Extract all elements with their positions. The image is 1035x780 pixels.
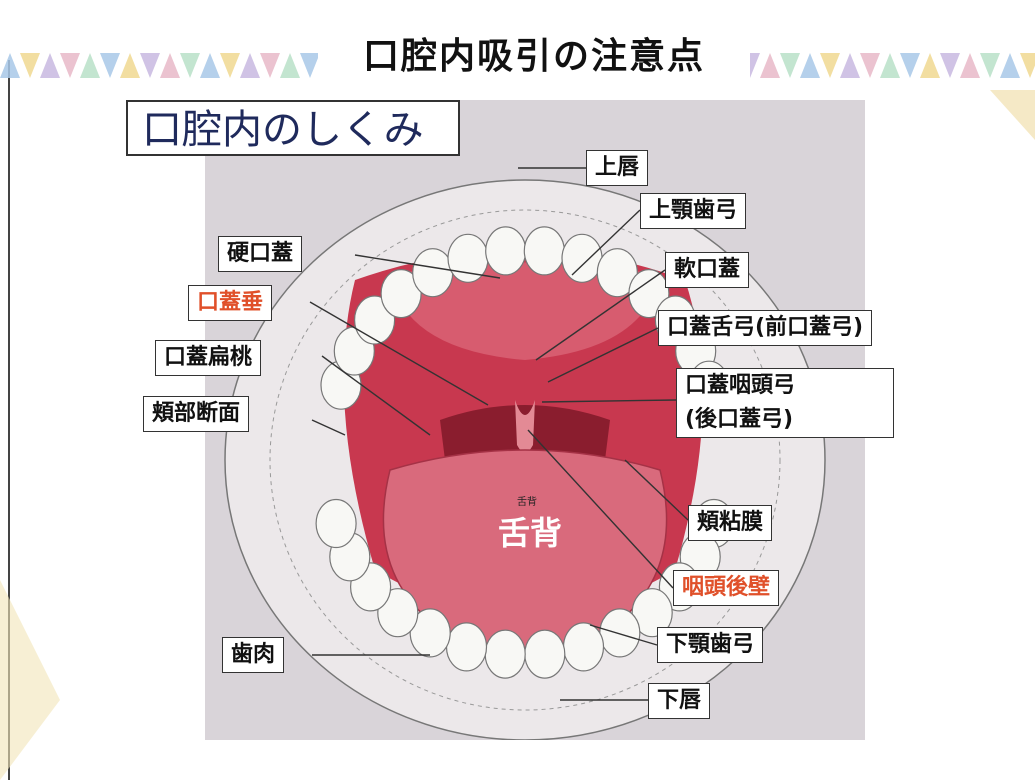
label-hard-palate: 硬口蓋 [218,236,302,272]
diagram-title: 口腔内のしくみ [126,100,460,156]
label-cheek-section: 頬部断面 [143,396,249,432]
label-lower-lip: 下唇 [648,683,710,719]
label-palatopharyngeal-arch: 口蓋咽頭弓 (後口蓋弓) [676,368,894,438]
label-posterior-pharyngeal-wall: 咽頭後壁 [673,570,779,606]
tongue-small-label: 舌背 [487,493,567,508]
label-gums: 歯肉 [222,637,284,673]
label-lower-dental-arch: 下顎歯弓 [657,627,763,663]
decorative-corner-left [0,580,60,780]
label-upper-lip: 上唇 [586,150,648,186]
label-palatopharyngeal-arch-line1: 口蓋咽頭弓 [685,369,885,403]
decorative-corner-right [990,90,1035,140]
label-soft-palate: 軟口蓋 [665,252,749,288]
label-upper-dental-arch: 上顎歯弓 [640,193,746,229]
tongue-dorsum-label: 舌背 [475,508,585,554]
label-uvula: 口蓋垂 [188,285,272,321]
slide-title: 口腔内吸引の注意点 [318,30,750,84]
label-palatoglossal-arch: 口蓋舌弓(前口蓋弓) [658,310,872,346]
label-palatopharyngeal-arch-line2: (後口蓋弓) [685,403,885,437]
label-buccal-mucosa: 頬粘膜 [688,505,772,541]
label-palatine-tonsil: 口蓋扁桃 [155,340,261,376]
